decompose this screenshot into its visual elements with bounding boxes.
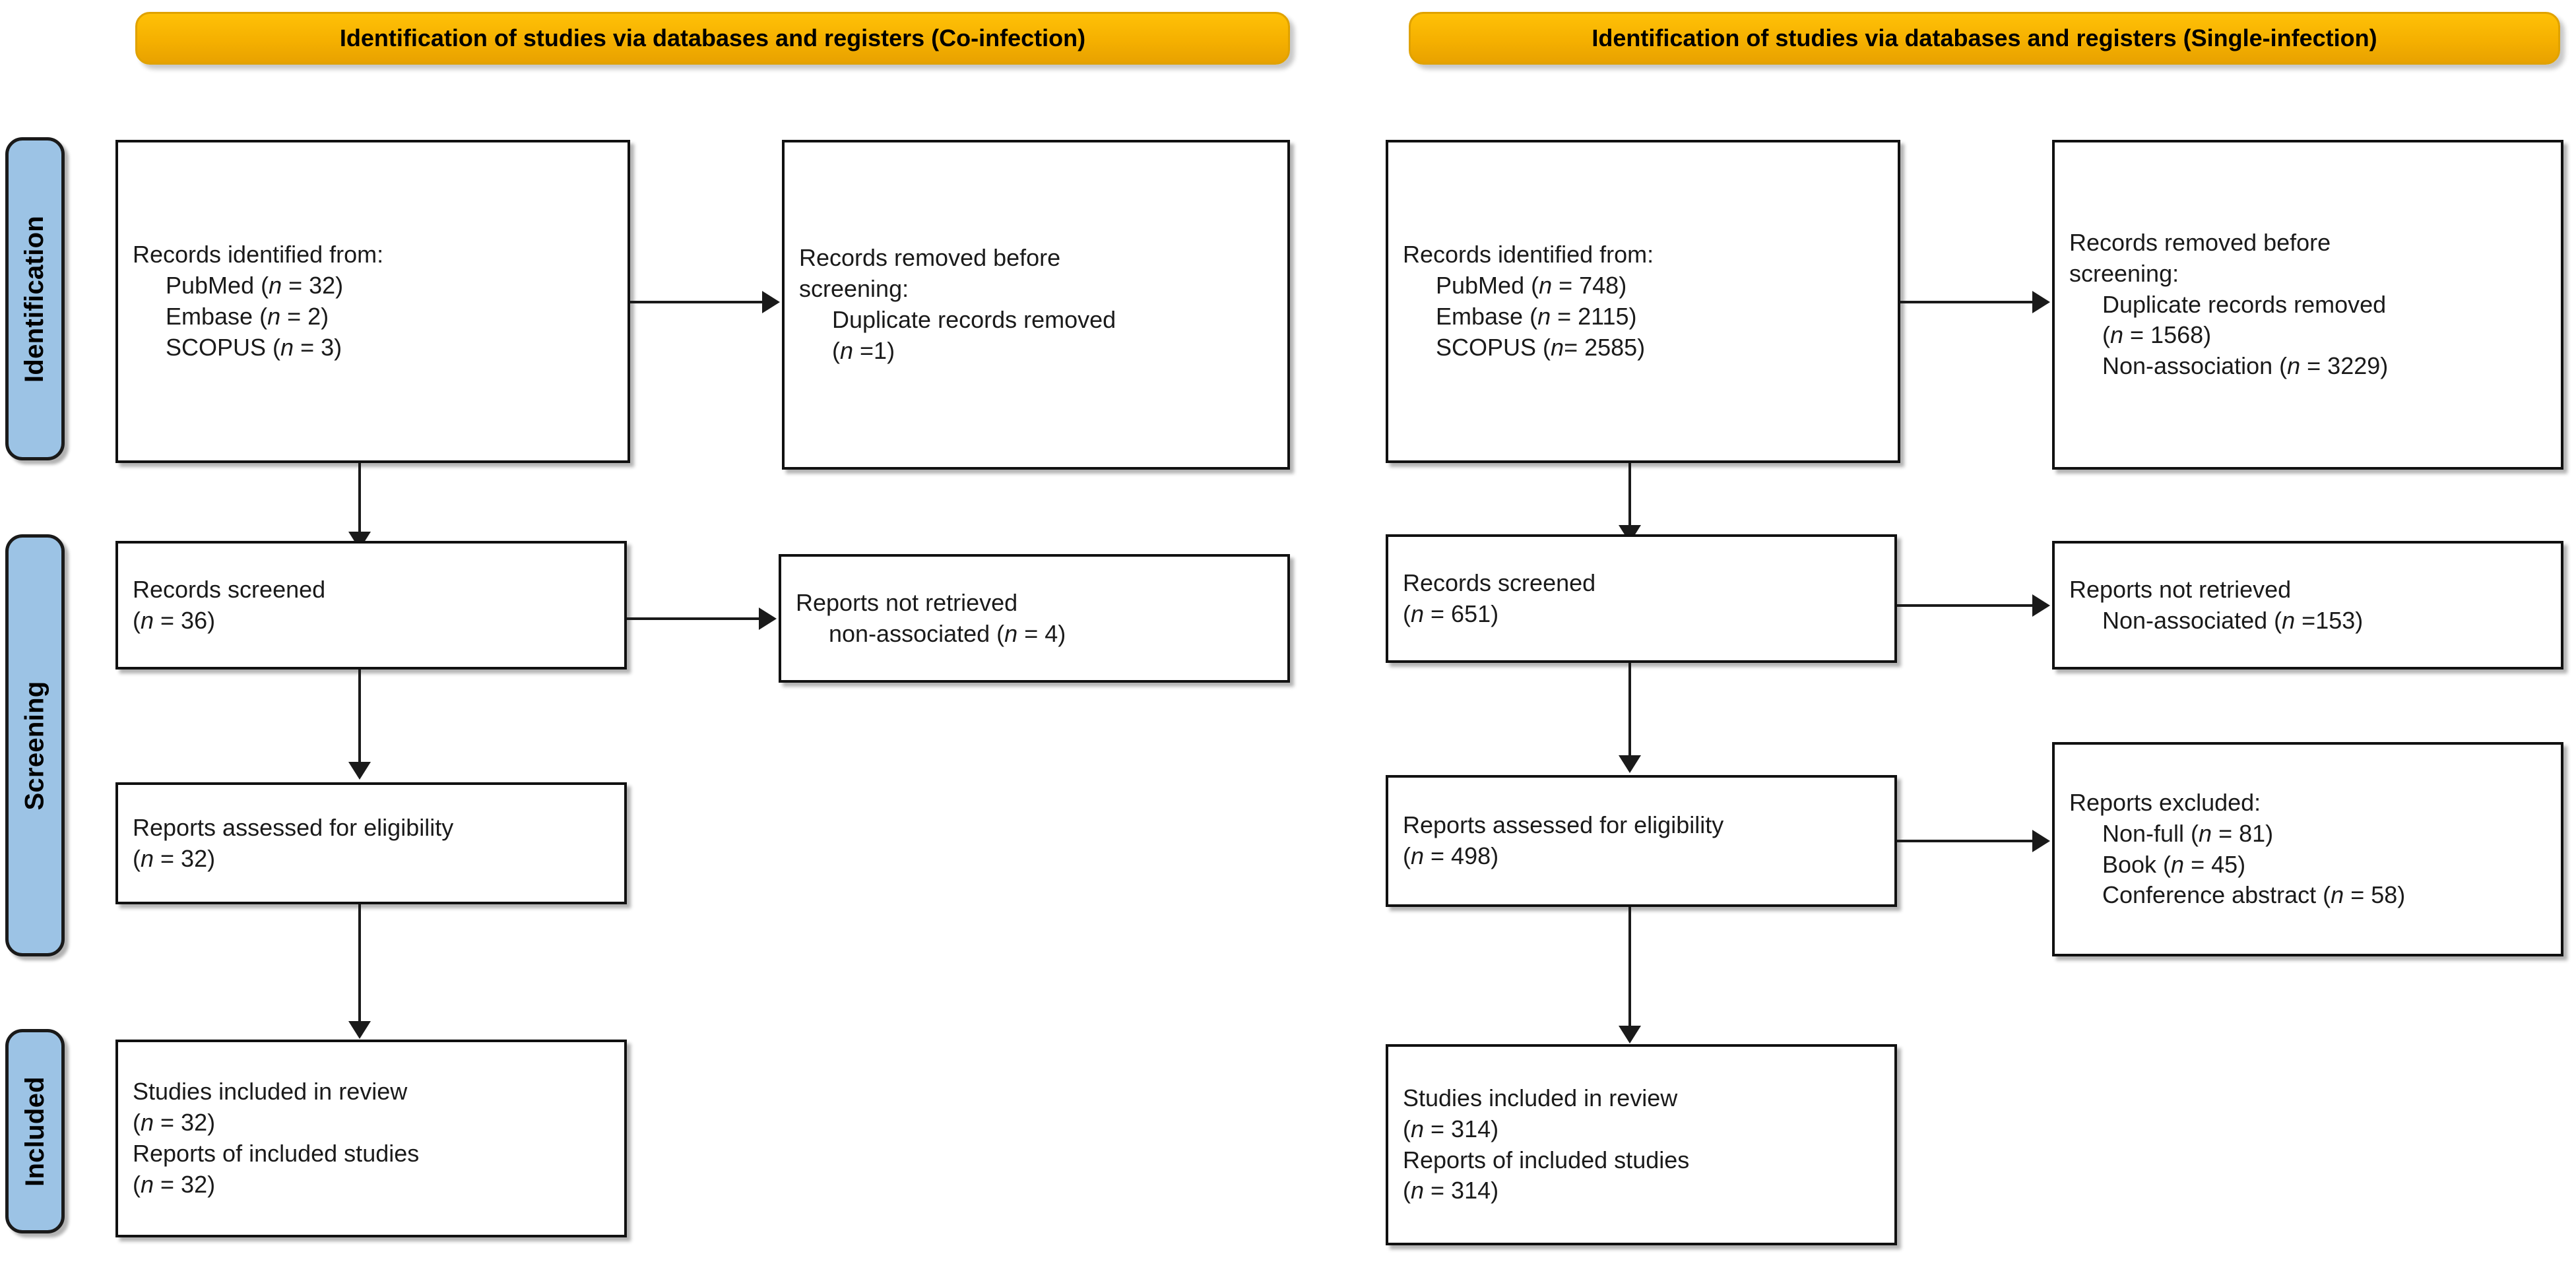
- box-line: SCOPUS (n= 2585): [1436, 333, 1646, 361]
- box-co-studies-included: Studies included in review (n = 32) Repo…: [115, 1040, 627, 1237]
- box-co-reports-eligibility: Reports assessed for eligibility (n = 32…: [115, 782, 627, 904]
- banner-single-infection: Identification of studies via databases …: [1409, 12, 2560, 65]
- box-line: PubMed (n = 32): [166, 272, 344, 299]
- box-line: Reports excluded:: [2069, 788, 2261, 816]
- box-line: (n = 651): [1403, 600, 1499, 627]
- connector-single-eligibility-to-included: [1628, 907, 1631, 1029]
- phase-tab-included: Included: [5, 1029, 65, 1233]
- arrowhead-co-screened-to-not-retrieved: [759, 607, 777, 630]
- box-line: (n = 314): [1403, 1115, 1499, 1142]
- box-co-reports-not-retrieved: Reports not retrieved non-associated (n …: [779, 554, 1290, 683]
- box-line: Duplicate records removed: [2102, 290, 2387, 318]
- box-co-records-removed: Records removed before screening: Duplic…: [782, 140, 1290, 470]
- connector-single-screened-to-eligibility: [1628, 663, 1631, 759]
- box-line: Records identified from:: [1403, 241, 1654, 268]
- box-line: Reports of included studies: [1403, 1146, 1690, 1173]
- box-line: Records removed before: [799, 244, 1061, 272]
- connector-co-screened-to-not-retrieved: [627, 617, 759, 620]
- box-line: Studies included in review: [133, 1078, 408, 1106]
- phase-tab-screening: Screening: [5, 534, 65, 956]
- box-line: Reports of included studies: [133, 1140, 420, 1167]
- box-line: Records screened: [1403, 569, 1596, 596]
- banner-co-infection: Identification of studies via databases …: [135, 12, 1290, 65]
- banner-single-infection-label: Identification of studies via databases …: [1592, 24, 2377, 51]
- box-line: Non-association (n = 3229): [2102, 352, 2389, 380]
- box-line: (n =1): [832, 336, 895, 364]
- phase-tab-included-label: Included: [20, 1076, 49, 1187]
- connector-co-identified-to-screened: [358, 463, 361, 536]
- box-line: Reports not retrieved: [2069, 575, 2292, 603]
- box-line: PubMed (n = 748): [1436, 272, 1627, 299]
- arrowhead-co-identified-to-removed: [762, 291, 780, 313]
- box-line: Embase (n = 2): [166, 303, 329, 330]
- box-line: (n = 32): [133, 844, 216, 872]
- connector-co-screened-to-eligibility: [358, 670, 361, 765]
- arrowhead-single-eligibility-to-included: [1619, 1026, 1641, 1043]
- box-single-reports-excluded: Reports excluded: Non-full (n = 81) Book…: [2052, 742, 2563, 956]
- box-line: Reports assessed for eligibility: [1403, 811, 1724, 839]
- arrowhead-co-screened-to-eligibility: [348, 762, 371, 780]
- banner-co-infection-label: Identification of studies via databases …: [339, 24, 1086, 51]
- box-line: (n = 32): [133, 1109, 216, 1137]
- box-line: non-associated (n = 4): [829, 619, 1066, 647]
- box-single-records-identified: Records identified from: PubMed (n = 748…: [1386, 140, 1900, 463]
- box-line: (n = 32): [133, 1170, 216, 1198]
- connector-single-identified-to-screened: [1628, 463, 1631, 529]
- box-line: SCOPUS (n = 3): [166, 333, 342, 361]
- box-line: (n = 1568): [2102, 321, 2212, 349]
- arrowhead-single-screened-to-not-retrieved: [2032, 594, 2050, 617]
- arrowhead-single-eligibility-to-excluded: [2032, 830, 2050, 852]
- box-line: Book (n = 45): [2102, 850, 2246, 878]
- arrowhead-single-screened-to-eligibility: [1619, 755, 1641, 773]
- box-co-records-screened: Records screened (n = 36): [115, 541, 627, 670]
- box-line: Studies included in review: [1403, 1084, 1678, 1111]
- box-line: Records removed before: [2069, 229, 2331, 256]
- box-line: Duplicate records removed: [832, 306, 1116, 333]
- connector-single-identified-to-removed: [1900, 301, 2032, 303]
- box-single-studies-included: Studies included in review (n = 314) Rep…: [1386, 1044, 1897, 1245]
- box-single-records-screened: Records screened (n = 651): [1386, 534, 1897, 663]
- phase-tab-identification: Identification: [5, 137, 65, 460]
- box-line: (n = 314): [1403, 1177, 1499, 1204]
- connector-single-eligibility-to-excluded: [1897, 840, 2032, 842]
- box-line: Records screened: [133, 575, 326, 603]
- box-line: Records identified from:: [133, 241, 384, 268]
- box-line: Reports assessed for eligibility: [133, 813, 454, 841]
- box-single-reports-eligibility: Reports assessed for eligibility (n = 49…: [1386, 775, 1897, 907]
- box-line: Conference abstract (n = 58): [2102, 881, 2406, 909]
- box-co-records-identified: Records identified from: PubMed (n = 32)…: [115, 140, 630, 463]
- phase-tab-screening-label: Screening: [20, 680, 49, 811]
- box-line: Non-associated (n =153): [2102, 606, 2364, 634]
- box-line: Embase (n = 2115): [1436, 303, 1637, 330]
- connector-single-screened-to-not-retrieved: [1897, 604, 2032, 607]
- arrowhead-co-eligibility-to-included: [348, 1021, 371, 1039]
- arrowhead-single-identified-to-removed: [2032, 291, 2050, 313]
- phase-tab-identification-label: Identification: [20, 215, 49, 383]
- box-line: Non-full (n = 81): [2102, 819, 2274, 847]
- box-line: (n = 36): [133, 606, 216, 634]
- box-line: Reports not retrieved: [796, 588, 1018, 616]
- box-line: screening:: [2069, 259, 2179, 287]
- box-single-reports-not-retrieved: Reports not retrieved Non-associated (n …: [2052, 541, 2563, 670]
- box-line: screening:: [799, 275, 909, 303]
- connector-co-eligibility-to-included: [358, 904, 361, 1024]
- connector-co-identified-to-removed: [630, 301, 762, 303]
- box-line: (n = 498): [1403, 842, 1499, 869]
- box-single-records-removed: Records removed before screening: Duplic…: [2052, 140, 2563, 470]
